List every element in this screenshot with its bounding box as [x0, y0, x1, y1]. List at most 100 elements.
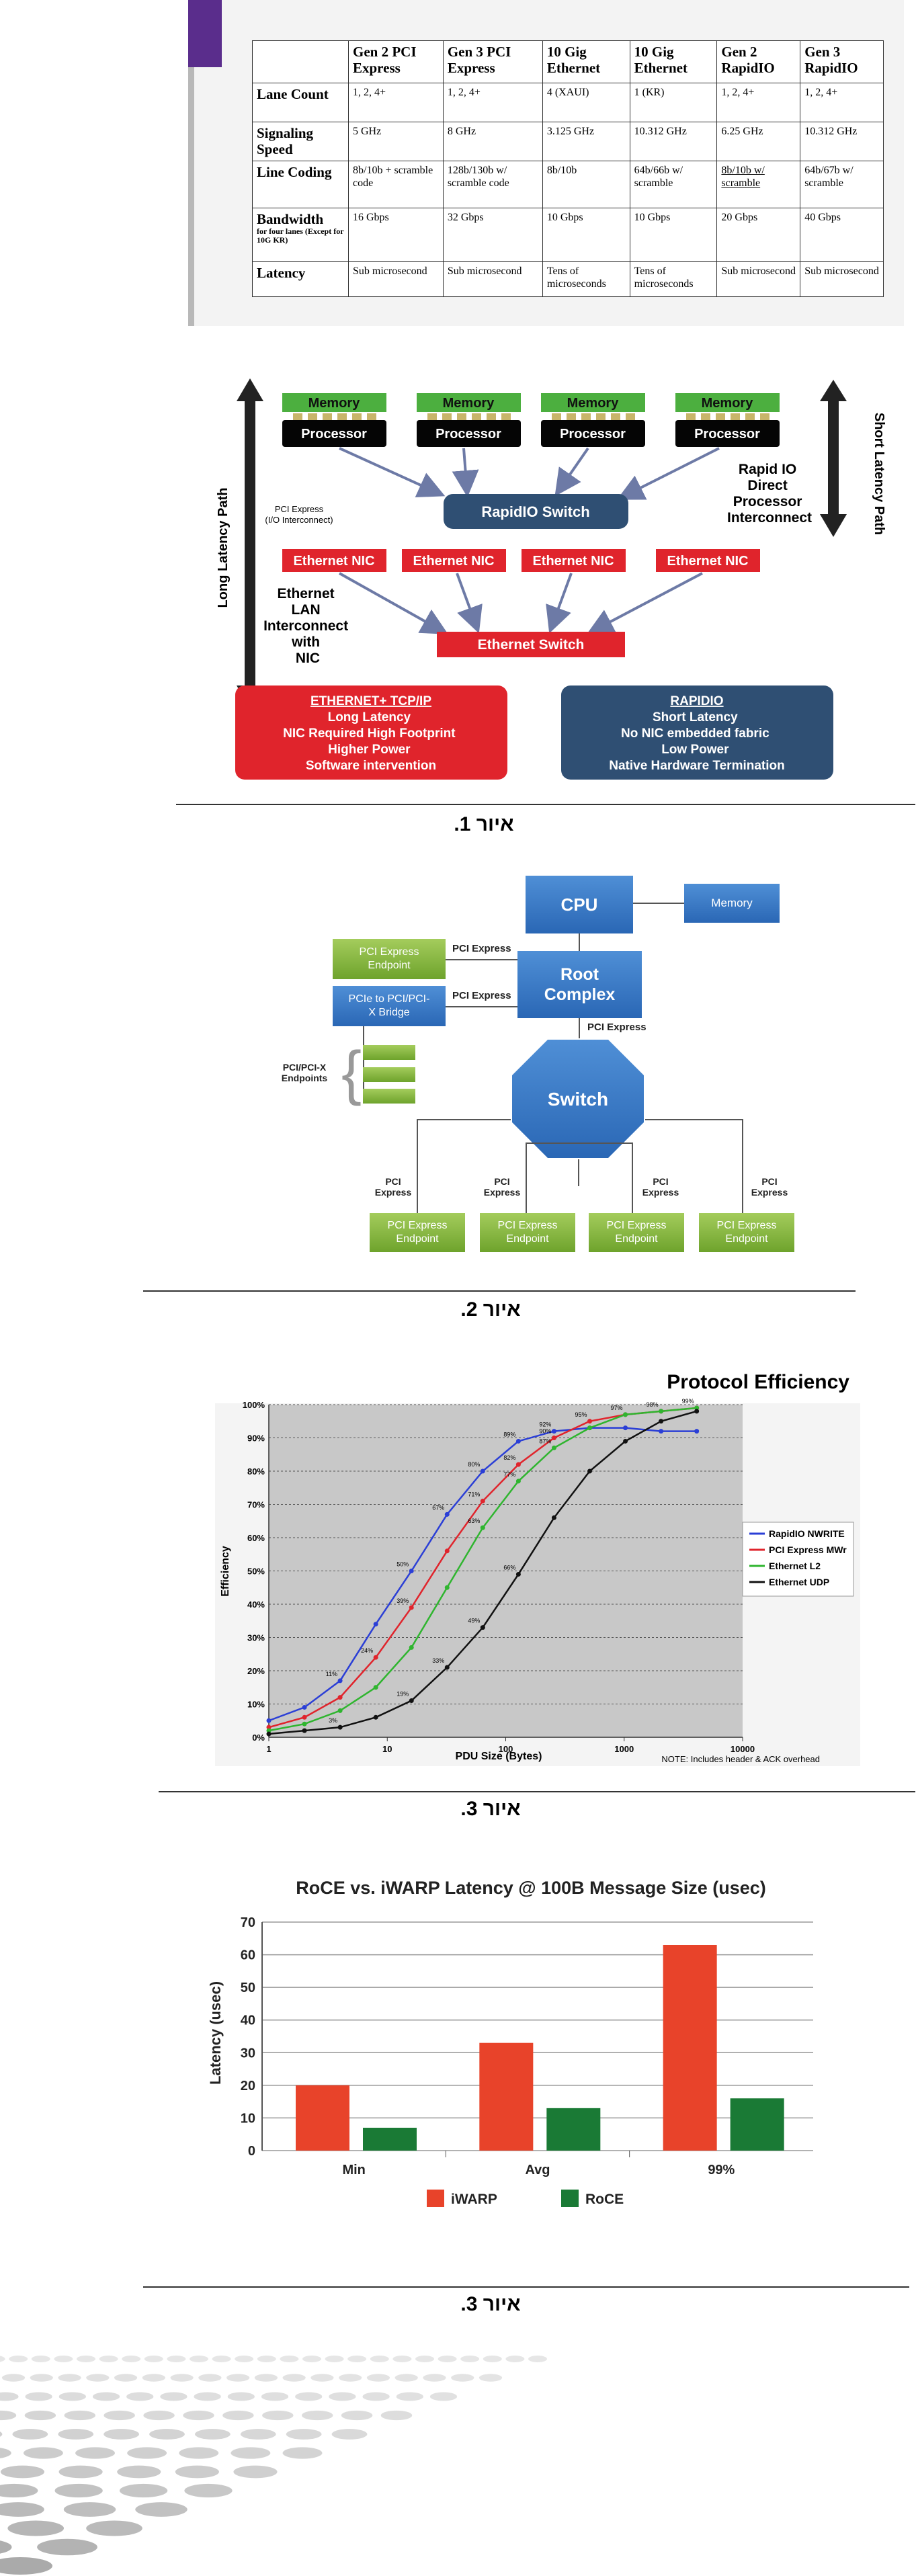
pci-endpoints-line: Endpoints [281, 1073, 328, 1083]
data-point [266, 1718, 272, 1723]
data-label: 97% [611, 1405, 623, 1411]
express-text: Express [751, 1187, 788, 1198]
x-tick-label: 1000 [614, 1744, 634, 1754]
data-label: 90% [539, 1428, 551, 1435]
y-tick-labels: 0%10%20%30%40%50%60%70%80%90%100% [243, 1400, 265, 1743]
table-cell: 128b/130b w/ scramble code [442, 161, 543, 208]
data-point [623, 1425, 628, 1431]
data-point [337, 1708, 343, 1713]
bridge-bus-line [363, 1026, 364, 1104]
dot [160, 2392, 188, 2401]
data-point [551, 1436, 556, 1440]
rapidio-direct-line: Interconnect [727, 510, 812, 526]
table-cell: 16 Gbps [348, 208, 444, 262]
short-latency-arrow [820, 380, 847, 537]
dot [31, 2356, 50, 2362]
pci-endpoint-small [363, 1089, 415, 1104]
column-header: Gen 2 RapidIO [716, 40, 801, 83]
data-label: 33% [432, 1657, 444, 1664]
dot [0, 2410, 17, 2421]
data-label: 92% [539, 1421, 551, 1428]
dot [198, 2374, 222, 2382]
chart-title: Protocol Efficiency [667, 1371, 849, 1393]
dot [339, 2374, 362, 2382]
switch-tree-stem [578, 1159, 579, 1186]
dot [528, 2356, 547, 2362]
processor-node: Memory Processor [282, 393, 386, 447]
dot [423, 2374, 446, 2382]
data-label: 11% [326, 1671, 337, 1677]
nic-switch-links [339, 572, 703, 634]
dot [460, 2356, 480, 2362]
chart-title: RoCE vs. iWARP Latency @ 100B Message Si… [296, 1878, 766, 1898]
plot-area [269, 1405, 743, 1737]
dot [341, 2410, 373, 2421]
dot [54, 2356, 73, 2362]
y-axis-label: Latency (usec) [207, 1981, 224, 2085]
dot [483, 2356, 502, 2362]
dot [254, 2374, 278, 2382]
decorative-dot-pattern [0, 2356, 547, 2575]
rapidio-summary-text: Short Latency No NIC embedded fabric Low… [609, 710, 785, 773]
data-point [515, 1479, 521, 1484]
table-cell: 1, 2, 4+ [442, 83, 543, 122]
y-tick-label: 70 [241, 1915, 255, 1930]
x-tick-label: 10 [382, 1744, 392, 1754]
table-cell: 10 Gbps [542, 208, 630, 262]
table-row: Signaling Speed 5 GHz 8 GHz 3.125 GHz 10… [252, 122, 884, 161]
data-point [587, 1468, 593, 1474]
bar [479, 2042, 534, 2151]
dot [167, 2356, 186, 2362]
dot [12, 2429, 48, 2440]
pci-endpoints-label: PCI/PCI-X Endpoints [267, 1062, 341, 1083]
table-cell: 1, 2, 4+ [800, 83, 884, 122]
table-row: Bandwidth for four lanes (Except for 10G… [252, 208, 884, 262]
dot [394, 2374, 418, 2382]
dot [143, 2410, 175, 2421]
endpoint-line: Endpoint [506, 1233, 549, 1245]
table-row: Lane Count 1, 2, 4+ 1, 2, 4+ 4 (XAUI) 1 … [252, 83, 884, 122]
data-point [373, 1685, 378, 1690]
column-header: 10 Gig Ethernet [629, 40, 718, 83]
data-point [302, 1704, 307, 1710]
y-tick-label: 40 [241, 2013, 255, 2028]
gridlines [268, 1404, 743, 1741]
data-label: 77% [503, 1471, 515, 1478]
table-cell: Tens of microseconds [629, 261, 718, 297]
legend-label: iWARP [451, 2192, 497, 2207]
endpoint-line: Endpoint [368, 960, 411, 971]
dot [1, 2374, 26, 2382]
data-point [551, 1429, 556, 1434]
ethernet-lan-line: with [291, 634, 320, 650]
data-point [409, 1569, 414, 1573]
data-label: 63% [468, 1518, 480, 1524]
dot [478, 2374, 503, 2382]
data-point [659, 1419, 664, 1424]
dot [195, 2429, 231, 2440]
dot [392, 2356, 412, 2362]
bar [363, 2128, 417, 2151]
dot [92, 2392, 120, 2401]
figure-3-divider [159, 1791, 915, 1792]
y-axis-label: Efficiency [220, 1546, 231, 1597]
data-label: 71% [468, 1491, 480, 1498]
processor-label: Processor [301, 427, 367, 442]
dot [280, 2356, 299, 2362]
ethernet-summary-line: Software intervention [306, 759, 436, 773]
switch-tree-branch [526, 1142, 527, 1213]
y-tick-label: 40% [247, 1599, 265, 1610]
dot [295, 2392, 323, 2401]
data-point [409, 1698, 414, 1704]
data-point [659, 1429, 664, 1434]
rapidio-summary-box [561, 685, 833, 780]
dot [144, 2356, 163, 2362]
processor-node: Memory Processor [541, 393, 645, 447]
figure-1-latency-diagram: Long Latency Path Short Latency Path Mem… [216, 378, 886, 780]
table-cell: 64b/67b w/ scramble [800, 161, 884, 208]
dot [227, 2392, 255, 2401]
